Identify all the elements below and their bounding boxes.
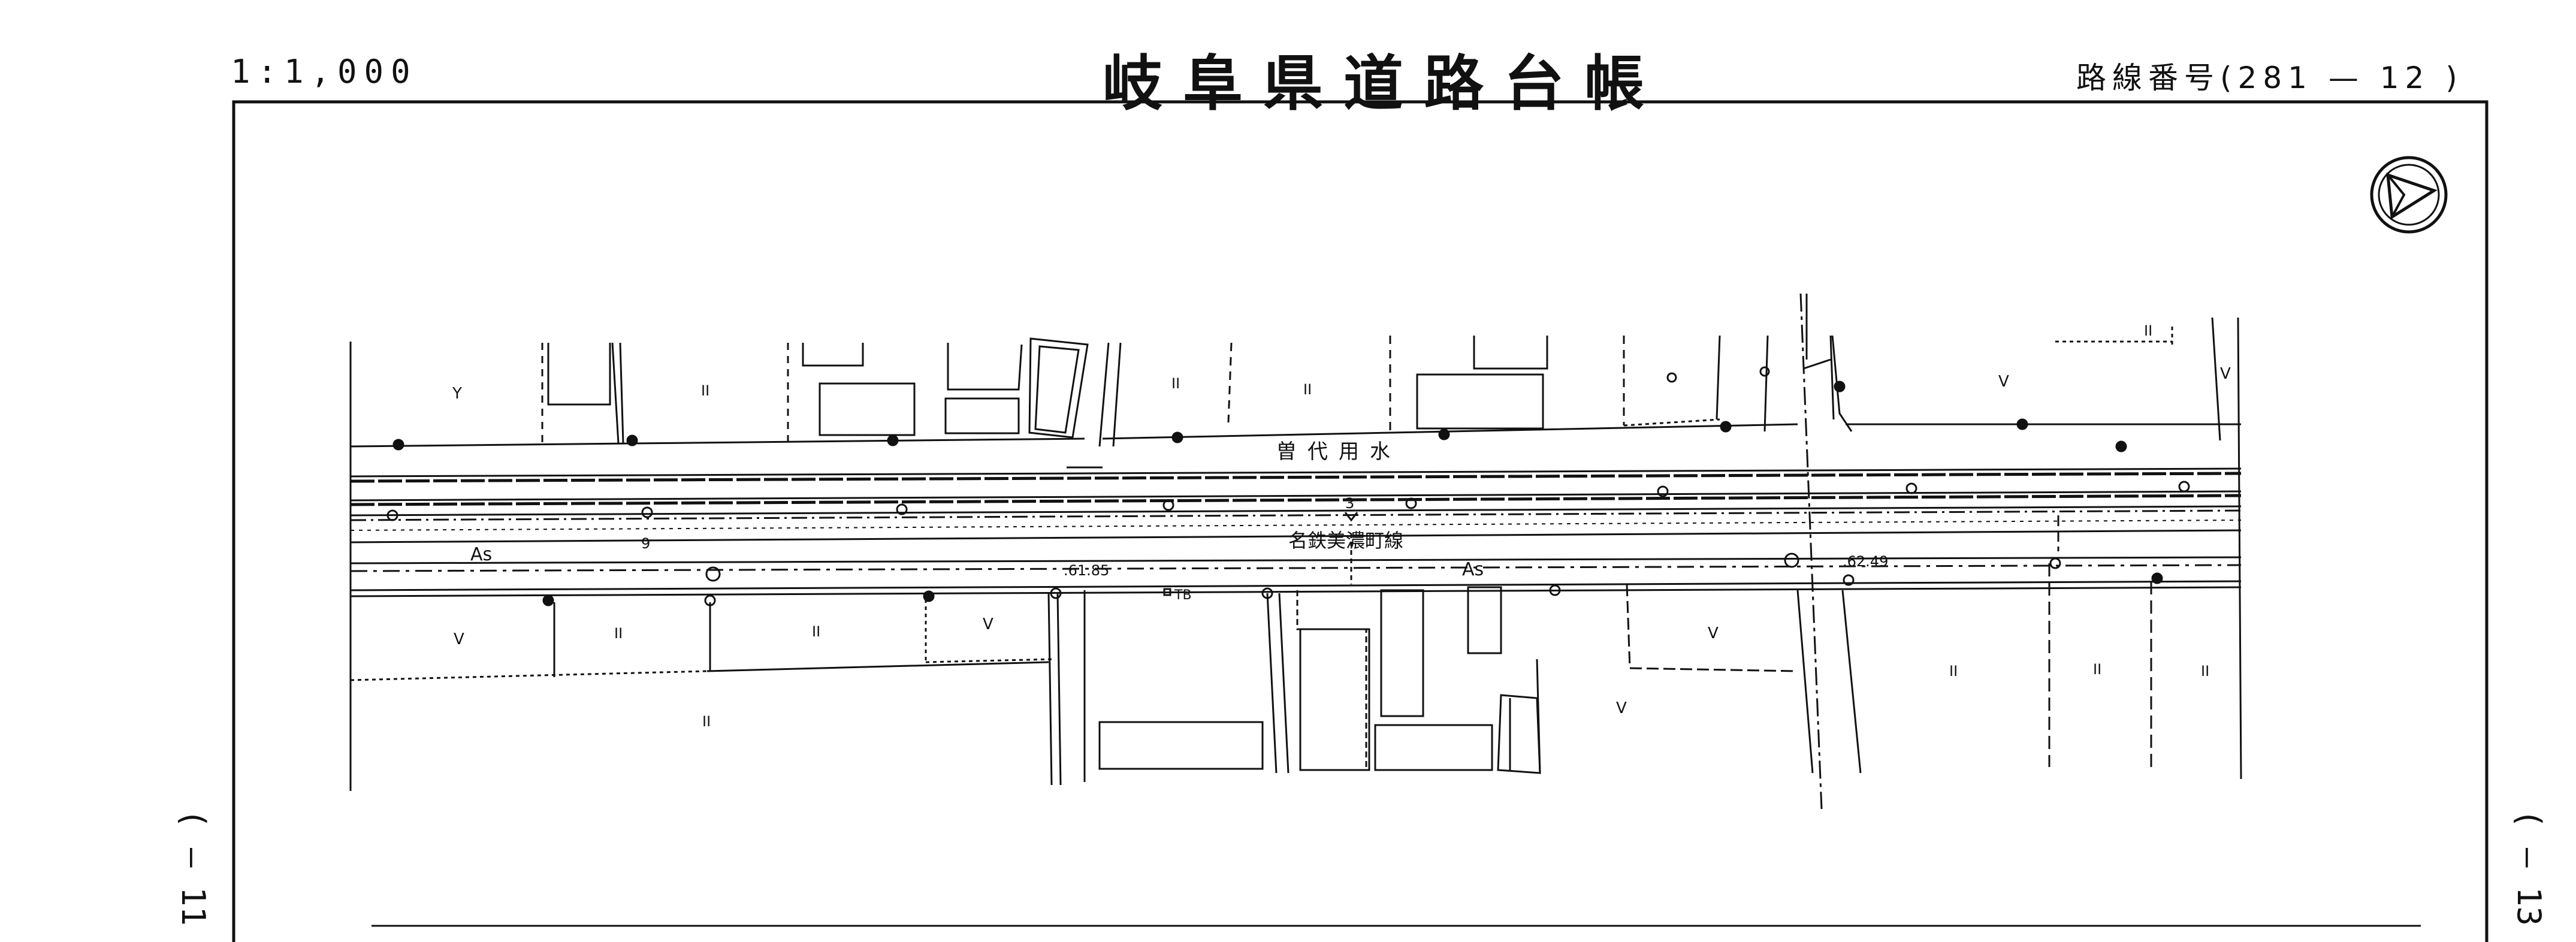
field-mark: V — [2220, 365, 2231, 383]
cross-road — [1796, 293, 1862, 810]
paddy-mark: II — [702, 713, 711, 730]
map-scale: 1:1,000 — [231, 53, 418, 90]
paddy-mark: II — [2144, 322, 2152, 339]
north-arrow-icon — [2370, 156, 2448, 234]
paddy-mark: II — [1171, 375, 1180, 392]
paddy-marks: II II II II II II II II II II — [614, 322, 2209, 730]
lower-parcels — [350, 515, 2152, 786]
station-label-3: 3 — [1345, 495, 1354, 512]
paddy-mark: II — [2093, 661, 2101, 678]
route-number: 路線番号(281 — 12 ) — [2076, 54, 2463, 97]
elevation-label-2: .62.49 — [1843, 553, 1888, 570]
sheet-frame — [232, 100, 2489, 942]
paddy-mark: II — [2201, 663, 2209, 680]
field-mark: V — [983, 615, 993, 633]
benchmark-label: TB — [1174, 588, 1192, 603]
station-label-9: 9 — [641, 535, 650, 552]
canal-label: 曽代用水 — [1276, 440, 1401, 464]
paddy-mark: II — [614, 625, 623, 642]
field-marks: V V V V V V — [454, 365, 2231, 717]
route-number-value: 281 — 12 — [2237, 61, 2430, 95]
upper-parcels — [350, 317, 2242, 780]
field-mark: V — [1616, 699, 1627, 717]
paddy-mark: II — [812, 623, 820, 640]
route-close: ) — [2445, 61, 2463, 95]
field-mark: V — [454, 630, 464, 648]
elevation-label-1: .61.85 — [1064, 562, 1109, 579]
surface-label-left: As — [470, 544, 492, 565]
field-mark: V — [1708, 624, 1719, 642]
paddy-mark: II — [701, 382, 709, 399]
surface-label-right: As — [1462, 559, 1484, 580]
page-title: 岐阜県道路台帳 — [1103, 48, 1665, 119]
land-mark-y: Y — [452, 385, 462, 403]
paddy-mark: II — [1949, 663, 1958, 680]
paddy-mark: II — [1303, 381, 1312, 398]
railway-label: 名鉄美濃町線 — [1288, 529, 1403, 552]
field-mark: V — [1998, 373, 2009, 391]
route-label: 路線番号( — [2076, 61, 2238, 95]
road-edges — [350, 505, 2242, 597]
railway — [1344, 512, 1358, 584]
roadside-markers — [386, 366, 2190, 606]
canal — [350, 466, 2242, 506]
